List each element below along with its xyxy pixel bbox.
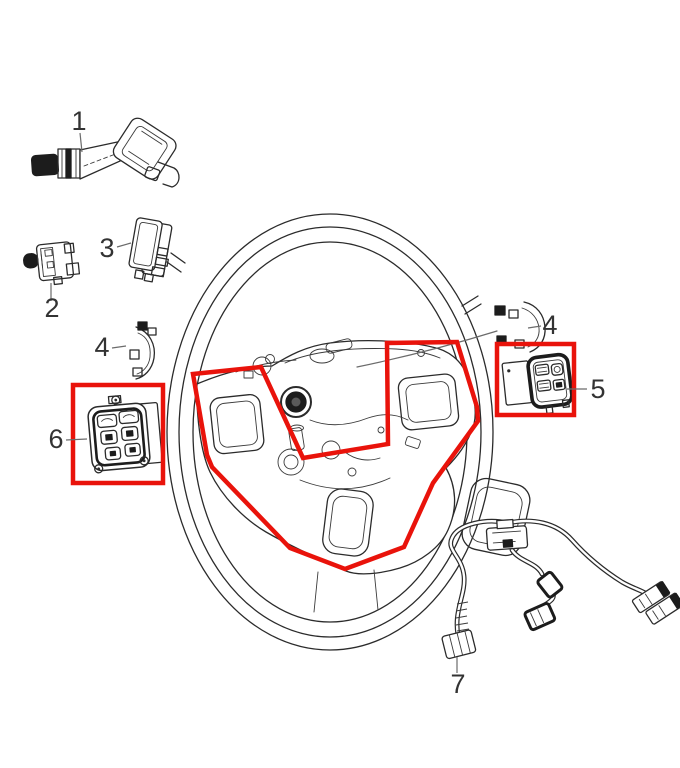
pod5-button <box>550 362 564 376</box>
right-spoke-cutout <box>397 373 460 431</box>
part-2-switch <box>23 241 81 286</box>
bottom-left-cutout <box>322 488 374 557</box>
lower-spoke-lines <box>313 569 379 613</box>
harness-connector-left <box>441 629 477 660</box>
hub-mechanism-details <box>243 338 425 490</box>
hub-boss-core <box>291 397 301 407</box>
leader-1 <box>79 132 83 153</box>
leader-3 <box>116 242 132 248</box>
leader-6 <box>65 438 88 441</box>
highlight-polygon-center-pad <box>190 339 481 572</box>
harness-connector-right <box>631 581 680 625</box>
pod5-button <box>534 363 550 376</box>
switch-plunger <box>23 253 39 269</box>
callout-leader-lines <box>50 132 587 673</box>
steering-wheel-illustration <box>166 213 531 651</box>
callout-label-2: 2 <box>44 293 59 323</box>
wheel-rim-outer <box>166 213 494 651</box>
callout-label-4-right: 4 <box>542 310 557 340</box>
callout-label-5: 5 <box>590 374 605 404</box>
pod6-button <box>104 446 122 461</box>
part-6-switch-pod <box>87 394 163 474</box>
highlight-overlays <box>70 339 577 572</box>
pod5-button <box>536 379 552 392</box>
pod5-body <box>526 352 574 415</box>
part-5-switch-pod <box>501 352 574 415</box>
callout-label-1: 1 <box>71 106 86 136</box>
part-1-turn-signal-lever <box>30 117 180 188</box>
highlight-box-part-6 <box>70 382 166 486</box>
pod6-button <box>120 425 139 442</box>
pod6-button <box>100 429 118 445</box>
pod6-button <box>124 442 142 457</box>
leader-4-right <box>527 325 542 329</box>
hub-cowl-line <box>284 348 441 364</box>
module-face <box>128 217 163 272</box>
callout-label-4-left: 4 <box>94 332 109 362</box>
pod6-button <box>118 409 140 425</box>
rim-section-mark <box>166 252 186 273</box>
harness-connector-mid-b <box>523 602 557 632</box>
harness-connector-center <box>485 518 529 551</box>
wheel-rim-middle <box>178 226 482 638</box>
lever-hook <box>157 161 180 188</box>
lever-head <box>112 117 177 180</box>
pod5-button <box>552 378 566 391</box>
callout-label-6: 6 <box>48 424 63 454</box>
hub-boss-outer <box>280 386 312 418</box>
callout-label-7: 7 <box>450 669 465 699</box>
pod6-button <box>96 413 118 429</box>
bracket-install-line <box>356 330 498 368</box>
part-7-wiring-harness <box>441 518 680 660</box>
highlight-box-part-5 <box>494 341 577 418</box>
callout-labels: 1 2 3 4 4 5 6 7 <box>44 106 605 699</box>
part-3-module <box>128 217 173 283</box>
left-spoke-cutout <box>209 393 265 455</box>
rim-section-mark <box>461 295 482 315</box>
callout-label-3: 3 <box>99 233 114 263</box>
lever-knob <box>30 153 60 177</box>
part-4-bracket-left <box>129 321 157 380</box>
harness-connector-mid-a <box>536 570 564 599</box>
leader-4-left <box>111 345 127 349</box>
